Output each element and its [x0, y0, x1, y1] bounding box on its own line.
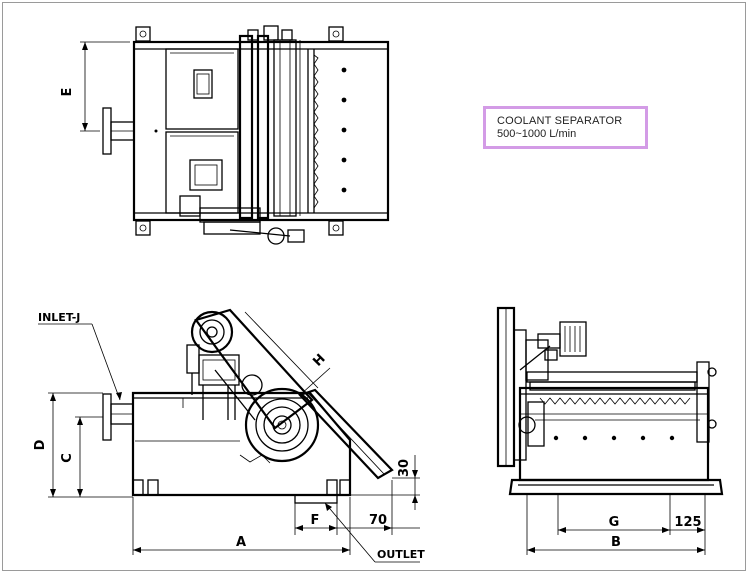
drive-unit — [189, 159, 223, 191]
mount-tab-bl — [135, 220, 151, 236]
outlet-label: OUTLET — [377, 548, 425, 561]
top-panel-lower — [165, 131, 239, 214]
dim-D-label: D — [33, 439, 48, 450]
dim-F-label: F — [311, 513, 320, 528]
dim-G-label: G — [609, 515, 620, 530]
dim-A-label: A — [236, 535, 246, 550]
mount-tab-tl — [135, 26, 151, 42]
front-motor — [559, 321, 587, 357]
product-name: COOLANT SEPARATOR — [497, 115, 623, 127]
motor-block — [193, 69, 213, 99]
side-view — [102, 308, 394, 504]
dim-30-label: 30 — [397, 459, 412, 477]
inlet-label: INLET-J — [38, 311, 80, 324]
drum-left — [238, 34, 254, 220]
title-box: COOLANT SEPARATOR 500~1000 L/min — [483, 106, 648, 149]
mount-tab-br — [328, 220, 344, 236]
inlet-flange-top — [102, 107, 112, 155]
front-drum-rail — [526, 371, 698, 383]
drum-roller — [273, 39, 297, 217]
dim-B-label: B — [611, 535, 621, 550]
outlet-box — [294, 494, 338, 504]
discharge-chute — [298, 388, 394, 480]
tank-top-outline — [132, 40, 390, 222]
dim-C-label: C — [60, 453, 75, 463]
side-tank-outline — [131, 391, 352, 497]
front-view — [496, 306, 724, 496]
dim-70-label: 70 — [369, 513, 387, 528]
inlet-flange-side — [102, 393, 112, 441]
magnetic-drum — [244, 387, 320, 463]
dim-H-label: H — [310, 351, 328, 369]
front-base — [508, 478, 724, 496]
top-view — [80, 25, 390, 245]
top-panel-upper — [165, 48, 239, 130]
flow-rate: 500~1000 L/min — [497, 128, 577, 140]
dim-125-label: 125 — [674, 515, 701, 530]
front-tank-body — [518, 386, 710, 482]
dim-E-label: E — [60, 88, 75, 97]
drive-sprocket — [190, 310, 234, 354]
drum-mid — [256, 34, 270, 220]
mount-tab-tr — [328, 26, 344, 42]
